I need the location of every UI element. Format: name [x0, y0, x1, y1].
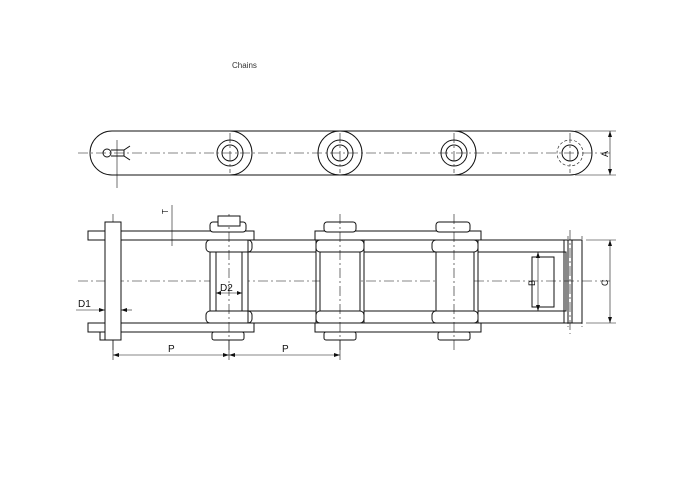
roller-4-hidden [556, 133, 584, 173]
dimension-d2 [216, 291, 242, 295]
roller-plan-3 [431, 214, 479, 350]
inner-plates-1 [247, 239, 317, 324]
label-pitch-1: P [168, 344, 175, 355]
dimension-t [160, 205, 180, 246]
label-pitch-2: P [282, 344, 289, 355]
link-plate-right [454, 130, 593, 176]
label-d1: D1 [78, 299, 91, 310]
inner-link-plate-middle [230, 130, 363, 176]
roller-1 [216, 133, 244, 173]
drawing-title: Chains [232, 61, 257, 70]
roller-plan-2 [314, 214, 482, 350]
label-b: B [527, 280, 537, 286]
plan-view: B C T D1 D2 [76, 205, 616, 360]
dimension-b [532, 251, 550, 312]
label-a: A [600, 151, 610, 157]
inner-plates-2 [363, 239, 437, 324]
dimension-pitch [112, 340, 341, 360]
dimension-c [586, 239, 616, 324]
side-view: A [78, 130, 616, 188]
label-c: C [600, 279, 610, 286]
roller-plan-1 [205, 214, 253, 350]
cotter-pin [102, 140, 131, 188]
dimension-d1 [76, 308, 132, 312]
roller-3 [440, 133, 468, 173]
dimension-a [575, 130, 616, 176]
right-link-section [477, 230, 583, 334]
roller-2 [326, 133, 354, 173]
label-d2: D2 [220, 283, 233, 294]
outer-plates-left [87, 221, 255, 341]
label-t: T [161, 209, 170, 214]
